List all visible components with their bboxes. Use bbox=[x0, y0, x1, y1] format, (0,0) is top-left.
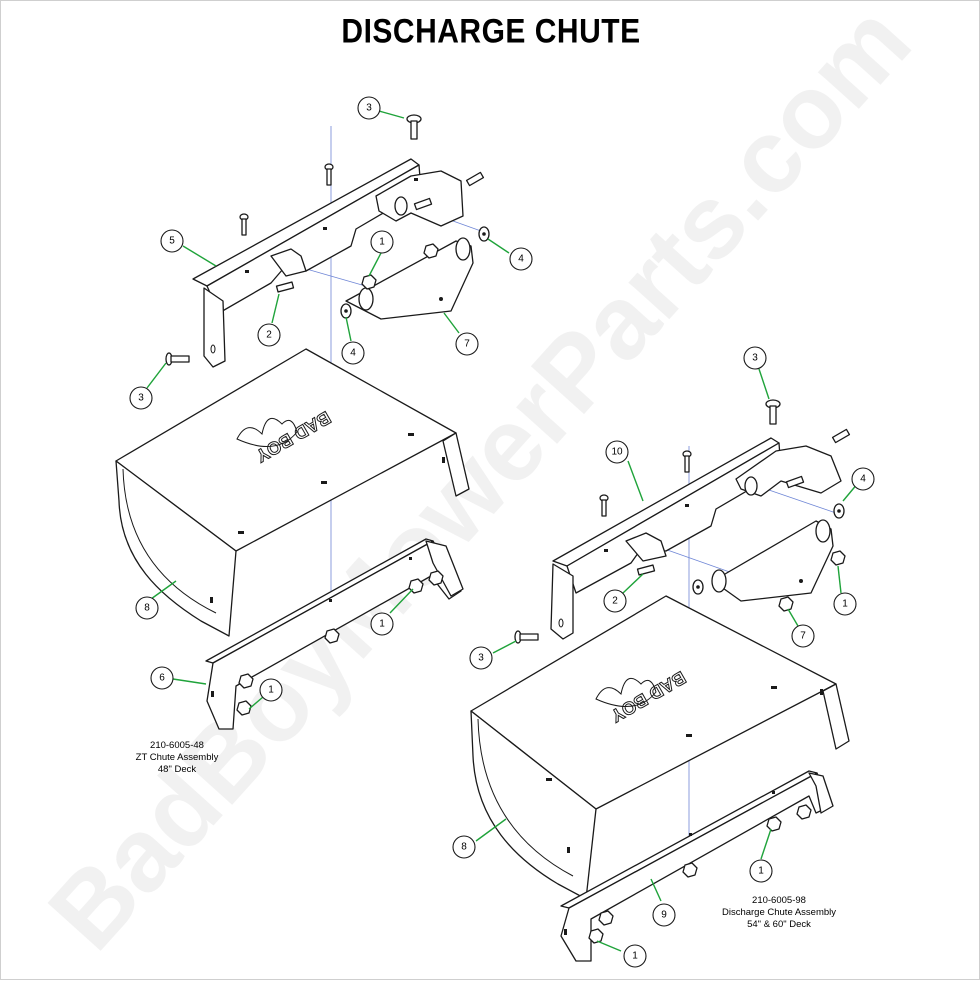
left-latch-bracket bbox=[270, 237, 474, 320]
callout-bubble: 7 bbox=[455, 332, 479, 356]
svg-text:1: 1 bbox=[842, 599, 848, 610]
callout-bubble: 3 bbox=[469, 646, 493, 670]
callout-bubble: 3 bbox=[743, 346, 767, 370]
bolt bbox=[765, 399, 781, 425]
right-upper-plate bbox=[550, 437, 782, 640]
svg-text:3: 3 bbox=[138, 393, 144, 404]
bolt bbox=[831, 428, 851, 444]
callout-bubble: 3 bbox=[357, 96, 381, 120]
svg-text:1: 1 bbox=[268, 685, 274, 696]
right-deck-size: 54" & 60" Deck bbox=[747, 919, 811, 930]
callouts: 3 5 1 4 2 4 7 3 8 1 6 1 3 10 4 2 1 7 3 8… bbox=[129, 96, 875, 968]
page-title: DISCHARGE CHUTE bbox=[341, 12, 641, 51]
bolt bbox=[682, 450, 692, 473]
right-hardware bbox=[692, 503, 846, 612]
svg-text:3: 3 bbox=[752, 353, 758, 364]
bolt bbox=[636, 564, 656, 576]
svg-text:3: 3 bbox=[366, 103, 372, 114]
callout-bubble: 1 bbox=[749, 859, 773, 883]
callout-bubble: 4 bbox=[509, 247, 533, 271]
bolt bbox=[165, 352, 190, 366]
bolt bbox=[406, 114, 422, 140]
left-assembly-caption: 210-6005-48 ZT Chute Assembly 48" Deck bbox=[136, 740, 219, 775]
bolt bbox=[465, 171, 485, 187]
left-hardware bbox=[340, 226, 490, 319]
callout-bubble: 5 bbox=[160, 229, 184, 253]
svg-text:3: 3 bbox=[478, 653, 484, 664]
right-centerline-2 bbox=[655, 545, 742, 577]
left-part-number: 210-6005-48 bbox=[150, 740, 204, 751]
svg-text:1: 1 bbox=[379, 619, 385, 630]
svg-text:1: 1 bbox=[379, 237, 385, 248]
svg-text:5: 5 bbox=[169, 236, 175, 247]
callout-bubble: 2 bbox=[603, 589, 627, 613]
right-chute-body: BAD BOY bbox=[470, 595, 850, 900]
right-bolts bbox=[514, 399, 851, 644]
svg-text:1: 1 bbox=[632, 951, 638, 962]
bolt bbox=[514, 630, 539, 644]
callout-bubble: 10 bbox=[605, 440, 629, 464]
bolt bbox=[275, 281, 295, 293]
right-part-number: 210-6005-98 bbox=[752, 895, 806, 906]
callout-bubble: 1 bbox=[370, 230, 394, 254]
right-description: Discharge Chute Assembly bbox=[722, 907, 836, 918]
callout-bubble: 4 bbox=[341, 341, 365, 365]
callout-bubble: 1 bbox=[259, 678, 283, 702]
left-chute-body: BAD BOY bbox=[115, 348, 470, 637]
callout-bubble: 8 bbox=[452, 835, 476, 859]
callout-bubble: 1 bbox=[833, 592, 857, 616]
svg-text:4: 4 bbox=[350, 348, 356, 359]
svg-text:10: 10 bbox=[611, 447, 623, 458]
callout-bubble: 7 bbox=[791, 624, 815, 648]
bolt bbox=[413, 197, 433, 211]
left-lower-bracket bbox=[205, 538, 464, 730]
svg-text:4: 4 bbox=[860, 474, 866, 485]
svg-text:6: 6 bbox=[159, 673, 165, 684]
bolt bbox=[785, 475, 805, 489]
left-hinge-bracket bbox=[375, 170, 464, 227]
bolt bbox=[599, 494, 609, 517]
callout-bubble: 1 bbox=[370, 612, 394, 636]
left-description: ZT Chute Assembly bbox=[136, 752, 219, 763]
callout-bubble: 9 bbox=[652, 903, 676, 927]
callout-bubble: 4 bbox=[851, 467, 875, 491]
right-centerline-3 bbox=[765, 488, 837, 514]
bolt bbox=[324, 163, 334, 186]
callout-bubble: 2 bbox=[257, 323, 281, 347]
left-deck-size: 48" Deck bbox=[158, 764, 196, 775]
bolt bbox=[239, 213, 249, 236]
svg-text:2: 2 bbox=[266, 330, 272, 341]
callout-bubble: 8 bbox=[135, 596, 159, 620]
leader-lines bbox=[146, 110, 859, 952]
svg-text:1: 1 bbox=[758, 866, 764, 877]
right-assembly: BAD BOY bbox=[470, 399, 851, 962]
svg-text:4: 4 bbox=[518, 254, 524, 265]
right-assembly-caption: 210-6005-98 Discharge Chute Assembly 54"… bbox=[722, 895, 836, 930]
left-bolts bbox=[165, 114, 485, 366]
callout-bubble: 3 bbox=[129, 386, 153, 410]
callout-bubble: 6 bbox=[150, 666, 174, 690]
svg-text:8: 8 bbox=[461, 842, 467, 853]
right-lower-bracket bbox=[560, 770, 834, 962]
svg-text:7: 7 bbox=[464, 339, 470, 350]
left-assembly: BAD BOY bbox=[115, 114, 490, 730]
svg-text:8: 8 bbox=[144, 603, 150, 614]
right-latch-bracket bbox=[625, 519, 834, 602]
svg-text:2: 2 bbox=[612, 596, 618, 607]
left-upper-plate bbox=[192, 158, 422, 368]
svg-text:7: 7 bbox=[800, 631, 806, 642]
svg-text:9: 9 bbox=[661, 910, 667, 921]
callout-bubble: 1 bbox=[623, 944, 647, 968]
right-hinge-bracket bbox=[735, 445, 842, 497]
